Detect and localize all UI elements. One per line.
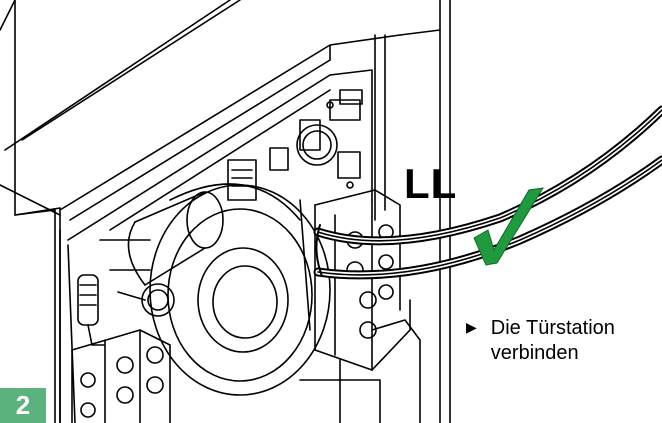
terminal-block-wires [299, 189, 421, 423]
step-badge: 2 [0, 388, 46, 423]
triangle-right-icon: ▶ [466, 320, 477, 336]
wires-ll [313, 105, 662, 280]
instruction-line-1: Die Türstation [490, 317, 615, 339]
instruction: ▶ Die Türstation verbinden [466, 316, 615, 366]
circuit-board [67, 69, 373, 241]
instruction-text: Die Türstation verbinden [491, 316, 615, 366]
capacitor [99, 191, 224, 286]
components-left [77, 274, 175, 346]
instruction-line-2: verbinden [490, 342, 579, 364]
terminal-block-left [71, 329, 171, 423]
housing-outline [0, 0, 451, 423]
speaker [149, 183, 331, 396]
wire-label: LL [404, 160, 458, 207]
check-mark-icon [473, 187, 544, 266]
